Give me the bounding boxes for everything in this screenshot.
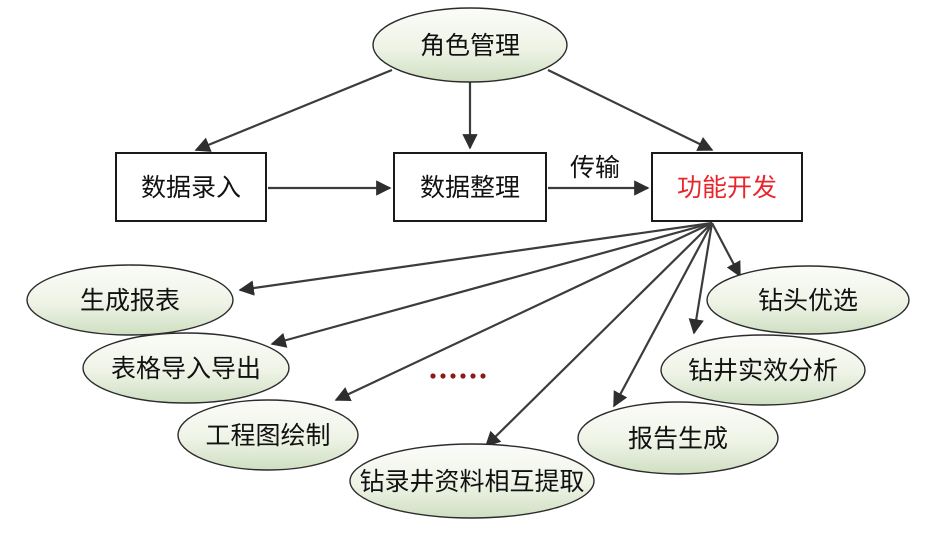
label-report-generation: 报告生成 <box>628 424 728 453</box>
node-data-entry: 数据录入 <box>115 152 267 222</box>
node-report-generation: 报告生成 <box>577 401 779 475</box>
node-report-generate: 生成报表 <box>26 264 234 336</box>
ellipsis-dots <box>430 373 486 379</box>
arrow-function-to-drawing <box>334 222 713 402</box>
node-data-organize: 数据整理 <box>393 152 547 222</box>
label-function-dev: 功能开发 <box>677 173 777 202</box>
label-role-management: 角色管理 <box>420 31 520 60</box>
node-drilling-mutual-extract: 钻录井资料相互提取 <box>349 443 595 519</box>
arrow-function-to-extract <box>484 222 713 448</box>
arrow-function-to-report <box>238 221 713 296</box>
label-bit-selection: 钻头优选 <box>758 286 858 315</box>
node-drilling-effect-analysis: 钻井实效分析 <box>660 334 866 406</box>
connectors <box>194 68 741 448</box>
label-data-organize: 数据整理 <box>420 173 520 202</box>
arrow-function-to-bit <box>711 222 741 278</box>
arrow-role-to-function <box>547 69 714 151</box>
node-bit-selection: 钻头优选 <box>706 265 910 335</box>
label-table-import-export: 表格导入导出 <box>111 354 261 383</box>
label-drilling-effect-analysis: 钻井实效分析 <box>688 356 838 385</box>
label-data-entry: 数据录入 <box>141 173 241 202</box>
arrow-function-to-report-gen <box>613 222 713 408</box>
edge-label-transfer: 传输 <box>570 153 620 182</box>
node-function-dev: 功能开发 <box>651 152 803 222</box>
node-table-import-export: 表格导入导出 <box>82 332 290 404</box>
label-report-generate: 生成报表 <box>80 286 180 315</box>
label-drilling-mutual-extract: 钻录井资料相互提取 <box>359 467 584 496</box>
label-engineering-drawing: 工程图绘制 <box>205 421 330 450</box>
arrow-function-to-effect <box>688 222 714 335</box>
node-engineering-drawing: 工程图绘制 <box>177 399 359 471</box>
arrow-role-to-entry <box>194 68 393 152</box>
arrow-function-to-table <box>270 221 713 348</box>
node-role-management: 角色管理 <box>372 7 568 83</box>
